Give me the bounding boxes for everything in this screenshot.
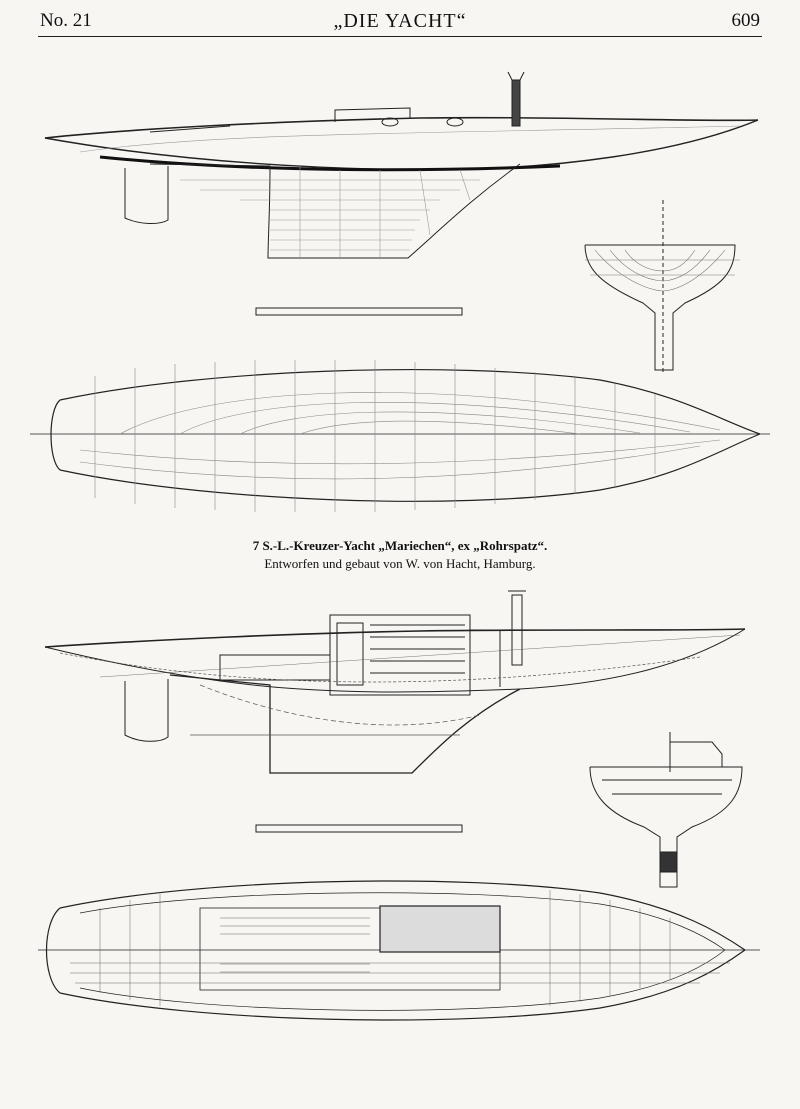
scale-bar [255, 307, 463, 316]
figure-caption-subtitle: Entworfen und gebaut von W. von Hacht, H… [264, 556, 536, 571]
issue-number: No. 21 [40, 10, 92, 31]
scale-bar [255, 824, 463, 833]
half-breadth-plan-drawing [30, 360, 770, 512]
midship-section [589, 732, 743, 888]
profile-lines-drawing [44, 71, 759, 259]
page-header: No. 21 „DIE YACHT“ 609 [38, 4, 762, 37]
page-number: 609 [731, 10, 761, 31]
body-plan-section [584, 200, 740, 375]
figure-caption-title: 7 S.-L.-Kreuzer-Yacht „Mariechen“, ex „R… [252, 538, 548, 553]
deck-plan-drawing [38, 880, 760, 1021]
construction-section-drawing [44, 590, 746, 774]
magazine-title: „DIE YACHT“ [333, 10, 467, 32]
